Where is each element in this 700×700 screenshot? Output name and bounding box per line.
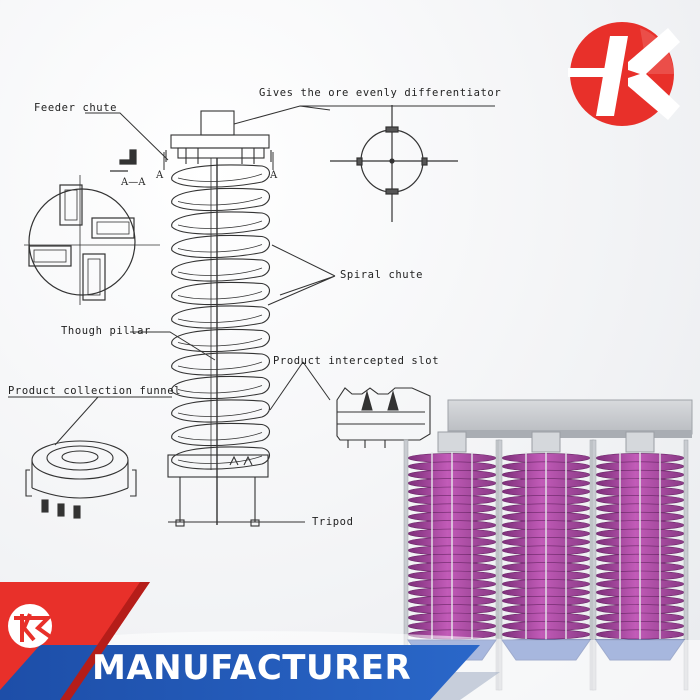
spiral-turns: [171, 164, 271, 470]
spiral-turn-edge: [177, 291, 263, 300]
spiral-turn: [171, 422, 271, 447]
spiral-turn: [171, 281, 271, 306]
spiral-turn-edge: [177, 220, 263, 229]
label-spiral-chute: Spiral chute: [340, 269, 424, 281]
spiral-turn-edge: [177, 432, 263, 441]
spiral-turn-edge: [177, 408, 263, 417]
spiral-turn: [171, 446, 271, 470]
label-tripod: Tripod: [312, 516, 354, 528]
spiral-turn: [171, 352, 271, 376]
spiral-turn: [171, 164, 271, 188]
column-hub: [437, 431, 467, 453]
section-mark-right: A: [270, 170, 278, 181]
feeder-box-top: [200, 110, 235, 136]
spiral-turn: [171, 234, 271, 259]
label-differentiator: Gives the ore evenly differentiator: [259, 87, 502, 99]
spiral-turn: [171, 187, 271, 212]
spiral-diagram: [165, 110, 272, 527]
spiral-turn: [171, 328, 271, 353]
concentrator-column: [591, 431, 689, 691]
spiral-turn: [171, 375, 271, 400]
leader-lines: [8, 105, 495, 523]
feeder-chute-detail: [24, 149, 160, 305]
tripod-legs: [168, 477, 268, 523]
spiral-turn-edge: [177, 267, 263, 276]
banner-manufacturer: MANUFACTURER: [92, 648, 412, 688]
label-product-collection-funnel: Product collection funnel: [8, 385, 182, 397]
spiral-turn-edge: [177, 361, 263, 370]
spiral-turn-edge: [177, 173, 263, 182]
spiral-turn-edge: [177, 314, 263, 323]
concentrator-column: [497, 431, 595, 691]
spiral-turn-edge: [177, 338, 263, 347]
spiral-turn-edge: [177, 197, 263, 206]
section-mark-left: A: [156, 170, 164, 181]
spiral-turn: [171, 305, 271, 329]
spiral-turn: [171, 258, 271, 282]
spiral-turn-edge: [177, 455, 263, 464]
spiral-turn-edge: [177, 244, 263, 253]
spiral-turn: [171, 211, 271, 235]
column-hub: [625, 431, 655, 453]
label-though-pillar: Though pillar: [61, 325, 151, 337]
intercepted-slot-detail: [336, 387, 431, 448]
spiral-turn: [171, 399, 271, 423]
label-product-intercepted-slot: Product intercepted slot: [273, 355, 440, 367]
column-hub: [531, 431, 561, 453]
banner-logo: [8, 604, 54, 648]
spiral-turn-edge: [177, 385, 263, 394]
brand-logo: [568, 22, 680, 126]
section-title: A—A: [121, 177, 146, 188]
differentiator-detail: [330, 105, 458, 222]
spiral-concentrator-photo: [403, 399, 693, 691]
label-feeder-chute: Feeder chute: [34, 102, 118, 114]
collector-box: [167, 454, 269, 478]
bottom-banner: [0, 582, 500, 700]
collection-funnel-detail: [25, 440, 137, 519]
